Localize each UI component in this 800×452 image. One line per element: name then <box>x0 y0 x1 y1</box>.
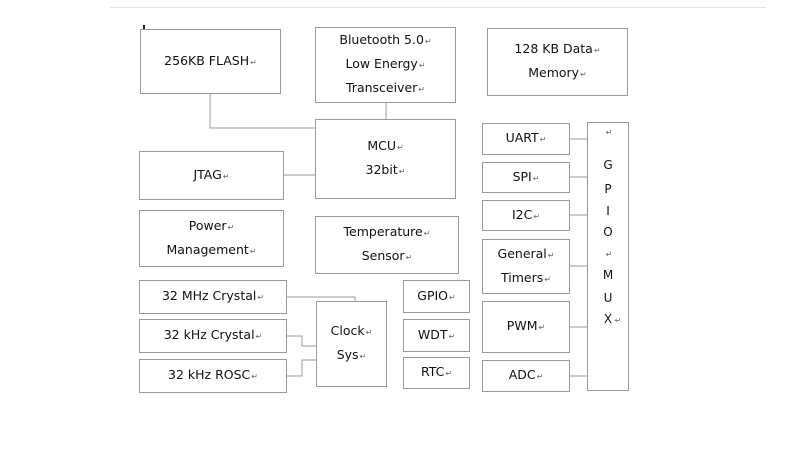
crystal-32khz-block: 32 kHz Crystal <box>139 319 287 353</box>
wdt-label: WDT <box>418 324 455 348</box>
mux-letter-o: O <box>603 225 613 239</box>
clock-sys-label-line1: Clock <box>331 320 373 344</box>
jtag-block: JTAG <box>139 151 284 200</box>
bluetooth-label-line3: Transceiver <box>346 77 425 101</box>
crystal-32mhz-label: 32 MHz Crystal <box>162 285 264 309</box>
power-label-line1: Power <box>189 215 235 239</box>
crystal-32khz-label: 32 kHz Crystal <box>164 324 263 348</box>
gpio-block: GPIO <box>403 280 470 313</box>
pwm-block: PWM <box>482 301 570 353</box>
rtc-label: RTC <box>421 361 452 385</box>
clock-sys-label-line2: Sys <box>337 344 367 368</box>
flash-block: 256KB FLASH <box>140 29 281 94</box>
data-memory-label-line2: Memory <box>528 62 587 86</box>
temperature-sensor-block: Temperature Sensor <box>315 216 459 274</box>
spi-label: SPI <box>513 166 540 190</box>
gpio-mux-block <box>587 122 629 391</box>
mcu-label-line2: 32bit <box>366 159 406 183</box>
spi-block: SPI <box>482 162 570 193</box>
mux-letter-x: X <box>603 312 613 326</box>
wire-32khz-clock <box>287 335 316 347</box>
wdt-block: WDT <box>403 319 470 352</box>
mux-letter-g: G <box>603 158 613 172</box>
pwm-label: PWM <box>507 315 545 339</box>
mux-pilcrow-top: ↵ <box>605 128 613 137</box>
mcu-block: MCU 32bit <box>315 119 456 199</box>
rosc-32khz-block: 32 kHz ROSC <box>139 359 287 393</box>
mcu-label-line1: MCU <box>367 135 403 159</box>
mux-letter-p: P <box>604 182 612 196</box>
timers-label-line1: General <box>498 243 555 267</box>
temp-label-line1: Temperature <box>344 221 431 245</box>
rtc-block: RTC <box>403 357 470 389</box>
timers-label-line2: Timers <box>501 267 551 291</box>
mux-pilcrow-bottom: ↵ <box>614 316 622 325</box>
top-divider <box>110 7 766 8</box>
bluetooth-label-line2: Low Energy <box>345 53 425 77</box>
wire-flash-mcu <box>209 94 315 129</box>
uart-block: UART <box>482 123 570 155</box>
wire-32mhz-clock <box>287 296 356 301</box>
gpio-label: GPIO <box>417 285 455 309</box>
adc-label: ADC <box>509 364 544 388</box>
flash-label: 256KB FLASH <box>164 50 257 74</box>
bluetooth-block: Bluetooth 5.0 Low Energy Transceiver <box>315 27 456 103</box>
general-timers-block: General Timers <box>482 239 570 294</box>
crystal-32mhz-block: 32 MHz Crystal <box>139 280 287 314</box>
power-label-line2: Management <box>166 239 256 263</box>
clock-sys-block: Clock Sys <box>316 301 387 387</box>
power-management-block: Power Management <box>139 210 284 267</box>
data-memory-block: 128 KB Data Memory <box>487 28 628 96</box>
wire-rosc-clock <box>287 359 316 377</box>
bluetooth-label-line1: Bluetooth 5.0 <box>339 29 431 53</box>
data-memory-label-line1: 128 KB Data <box>514 38 600 62</box>
mux-pilcrow-mid: ↵ <box>605 250 613 259</box>
mux-letter-u: U <box>603 291 613 305</box>
mux-letter-m: M <box>602 268 614 282</box>
mux-letter-i: I <box>606 204 610 218</box>
uart-label: UART <box>506 127 547 151</box>
i2c-block: I2C <box>482 200 570 231</box>
temp-label-line2: Sensor <box>362 245 413 269</box>
adc-block: ADC <box>482 360 570 392</box>
rosc-32khz-label: 32 kHz ROSC <box>168 364 258 388</box>
i2c-label: I2C <box>512 204 540 228</box>
jtag-label: JTAG <box>193 164 229 188</box>
